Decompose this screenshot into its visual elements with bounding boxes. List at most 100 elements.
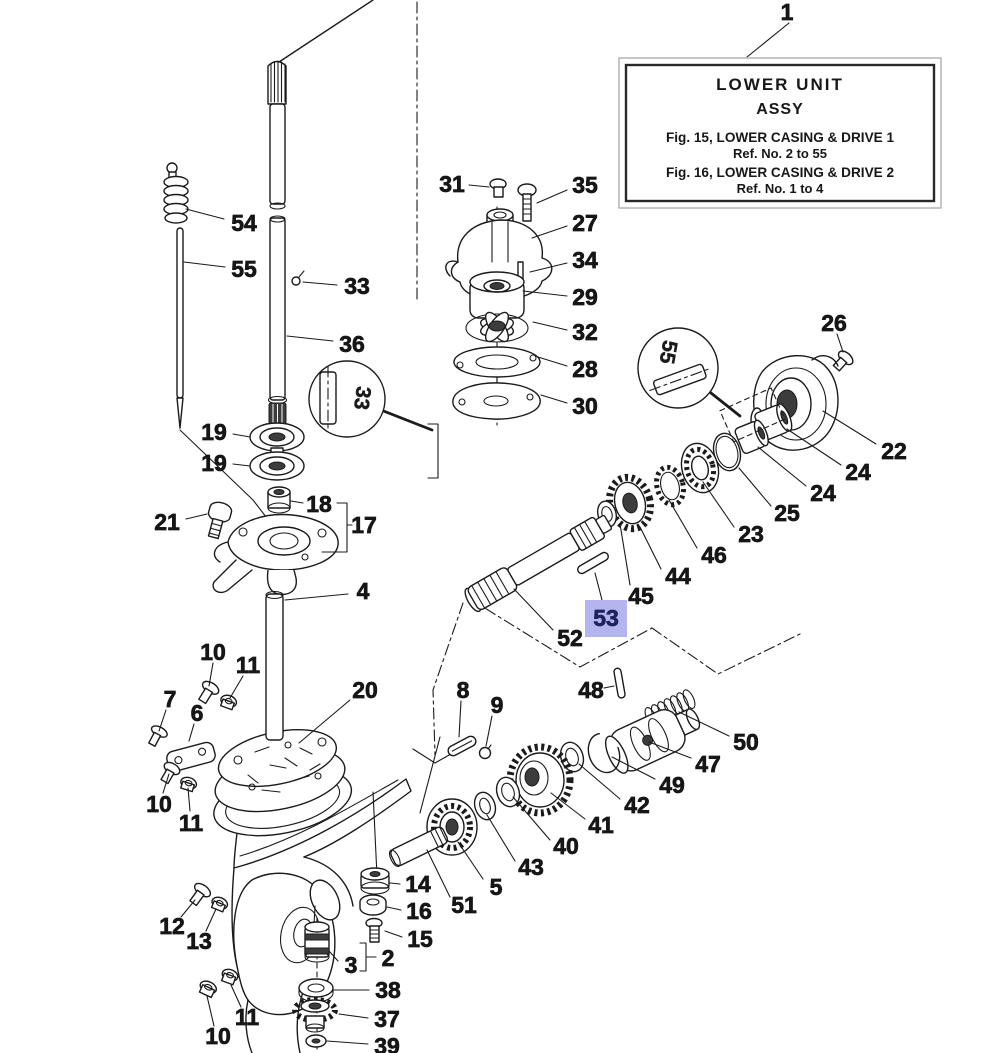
insert-cartridge-29 (469, 271, 525, 319)
part-callout-5[interactable]: 5 (489, 874, 503, 901)
pin-8 (447, 735, 477, 757)
part-callout-40[interactable]: 40 (553, 833, 579, 860)
part-callout-17[interactable]: 17 (351, 512, 377, 539)
part-callout-11c[interactable]: 11 (234, 1004, 260, 1031)
part-callout-4[interactable]: 4 (356, 578, 370, 605)
leader-line-27 (531, 225, 568, 239)
part-callout-27[interactable]: 27 (572, 210, 598, 237)
assembly-info-box: LOWER UNIT ASSY Fig. 15, LOWER CASING & … (618, 57, 942, 209)
leader-line-35 (536, 189, 568, 204)
part-callout-47[interactable]: 47 (695, 751, 721, 778)
part-callout-10c[interactable]: 10 (205, 1023, 231, 1050)
leader-line-10 (206, 995, 215, 1027)
leader-line-51 (426, 849, 451, 898)
part-callout-14[interactable]: 14 (405, 871, 431, 898)
part-callout-9[interactable]: 9 (490, 692, 504, 719)
part-callout-55[interactable]: 55 (231, 256, 257, 283)
part-callout-19b[interactable]: 19 (201, 450, 227, 477)
pinion-shaft-52 (464, 514, 613, 613)
part-callout-51[interactable]: 51 (451, 892, 477, 919)
part-callout-48[interactable]: 48 (578, 677, 604, 704)
part-callout-26[interactable]: 26 (821, 310, 847, 337)
shift-rod-spring (163, 162, 189, 224)
part-callout-49[interactable]: 49 (659, 772, 685, 799)
part-callout-3[interactable]: 3 (344, 952, 358, 979)
leader-line-26 (836, 333, 844, 353)
part-callout-10a[interactable]: 10 (200, 639, 226, 666)
part-callout-46[interactable]: 46 (701, 542, 727, 569)
part-callout-11b[interactable]: 11 (178, 810, 204, 837)
part-callout-24b[interactable]: 24 (810, 480, 836, 507)
part-callout-33[interactable]: 33 (344, 273, 370, 300)
pin-53 (577, 551, 609, 575)
part-callout-19a[interactable]: 19 (201, 419, 227, 446)
part-callout-42[interactable]: 42 (624, 792, 650, 819)
part-callout-22[interactable]: 22 (881, 438, 907, 465)
bolt-10a (198, 680, 220, 705)
part-callout-25[interactable]: 25 (774, 500, 800, 527)
leader-line-39 (326, 1040, 369, 1045)
part-callout-45[interactable]: 45 (628, 583, 654, 610)
leader-line-3 (328, 950, 339, 962)
part-callout-23[interactable]: 23 (738, 521, 764, 548)
part-callout-53[interactable]: 53 (593, 605, 619, 632)
leader-line-20 (298, 699, 351, 744)
part-callout-32[interactable]: 32 (572, 319, 598, 346)
part-callout-24a[interactable]: 24 (845, 459, 871, 486)
part-callout-6[interactable]: 6 (190, 700, 204, 727)
part-callout-13[interactable]: 13 (186, 928, 212, 955)
part-callout-12[interactable]: 12 (159, 913, 185, 940)
lower-drive-shaft-4 (265, 590, 284, 741)
detail-inset-right: 55 (637, 327, 786, 443)
part-callout-54[interactable]: 54 (231, 210, 257, 237)
part-callout-20[interactable]: 20 (352, 677, 378, 704)
part-callout-1[interactable]: 1 (780, 0, 794, 25)
leader-line-32 (532, 321, 568, 331)
part-callout-2[interactable]: 2 (381, 945, 395, 972)
part-callout-29[interactable]: 29 (572, 284, 598, 311)
part-callout-39[interactable]: 39 (374, 1033, 400, 1053)
part-callout-37[interactable]: 37 (374, 1006, 400, 1033)
leader-line-10 (208, 662, 214, 687)
part-callout-52[interactable]: 52 (557, 625, 583, 652)
part-callout-10b[interactable]: 10 (146, 791, 172, 818)
leader-line-7 (158, 709, 167, 732)
leader-line-16 (386, 906, 402, 911)
nut-11c (220, 968, 239, 986)
part-callout-35[interactable]: 35 (572, 172, 598, 199)
nut-11a (219, 694, 238, 711)
part-callout-31[interactable]: 31 (439, 171, 465, 198)
info-box-fig16: Fig. 16, LOWER CASING & DRIVE 2 (666, 165, 895, 180)
leader-line-21 (185, 513, 208, 520)
plate-28 (453, 346, 541, 387)
part-callout-18[interactable]: 18 (306, 491, 332, 518)
bushing-14 (360, 867, 390, 895)
info-box-title: LOWER UNIT (716, 75, 844, 94)
part-callout-30[interactable]: 30 (572, 393, 598, 420)
leader-line-29 (522, 290, 568, 297)
part-callout-38[interactable]: 38 (375, 977, 401, 1004)
part-callout-41[interactable]: 41 (588, 812, 614, 839)
part-callout-50[interactable]: 50 (733, 729, 759, 756)
part-callout-16[interactable]: 16 (406, 898, 432, 925)
part-callout-15[interactable]: 15 (407, 926, 433, 953)
part-callout-44[interactable]: 44 (665, 563, 691, 590)
part-callout-28[interactable]: 28 (572, 356, 598, 383)
flange-detail (233, 737, 327, 793)
part-callout-21[interactable]: 21 (154, 509, 180, 536)
dowel-clip-33 (291, 270, 305, 286)
info-box-subtitle: ASSY (756, 101, 804, 118)
part-callout-36[interactable]: 36 (339, 331, 365, 358)
part-callout-34[interactable]: 34 (572, 247, 598, 274)
leader-line-31 (468, 184, 490, 188)
part-callout-7[interactable]: 7 (163, 686, 177, 713)
part-callout-11a[interactable]: 11 (235, 652, 261, 679)
part-callout-8[interactable]: 8 (456, 677, 470, 704)
part-callout-43[interactable]: 43 (518, 854, 544, 881)
leader-line-47 (648, 741, 692, 759)
leader-line-25 (738, 467, 772, 507)
snap-ring-49 (587, 732, 621, 774)
leader-line-24 (786, 428, 842, 466)
bottom-parts (292, 867, 390, 1051)
